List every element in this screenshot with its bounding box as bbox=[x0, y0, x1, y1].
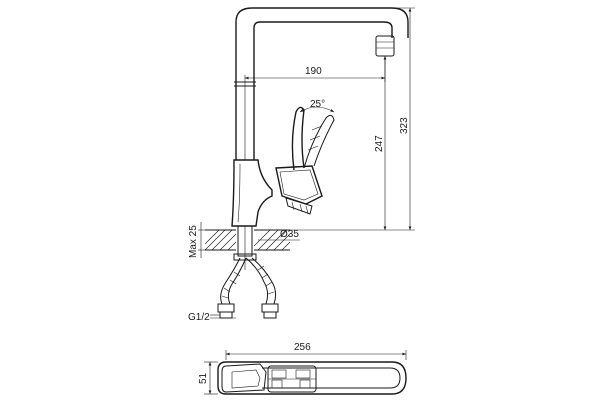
spout-height-label: 247 bbox=[374, 135, 385, 152]
lever-cartridge bbox=[275, 165, 323, 215]
flexible-hoses bbox=[217, 257, 279, 319]
spout-height-dimension: 247 bbox=[290, 56, 415, 231]
faucet-body bbox=[231, 159, 273, 227]
spout-reach-label: 190 bbox=[305, 66, 322, 77]
lever-handle bbox=[291, 106, 335, 171]
thread-label: G1/2 bbox=[188, 312, 210, 323]
top-length-label: 256 bbox=[294, 342, 311, 353]
spout bbox=[234, 7, 409, 160]
max-thickness-dimension: Max 25 bbox=[188, 222, 205, 258]
top-view: 256 51 bbox=[198, 342, 407, 395]
spout-reach-dimension: 190 bbox=[244, 58, 386, 82]
lever-angle-label: 25° bbox=[310, 99, 325, 110]
total-height-label: 323 bbox=[399, 117, 410, 134]
lever-angle-dimension: 25° bbox=[299, 99, 335, 113]
base-diameter-label: Ø35 bbox=[280, 229, 299, 240]
top-width-label: 51 bbox=[198, 372, 209, 384]
max-thickness-label: Max 25 bbox=[188, 225, 199, 258]
total-height-dimension: 323 bbox=[396, 7, 415, 230]
thread-dimension: G1/2 bbox=[188, 312, 236, 323]
side-view: 25° bbox=[188, 7, 415, 323]
countertop-section bbox=[204, 225, 291, 270]
top-width-dimension: 51 bbox=[198, 361, 218, 395]
base-diameter-dimension: Ø35 bbox=[258, 229, 300, 241]
top-length-dimension: 256 bbox=[225, 342, 407, 360]
